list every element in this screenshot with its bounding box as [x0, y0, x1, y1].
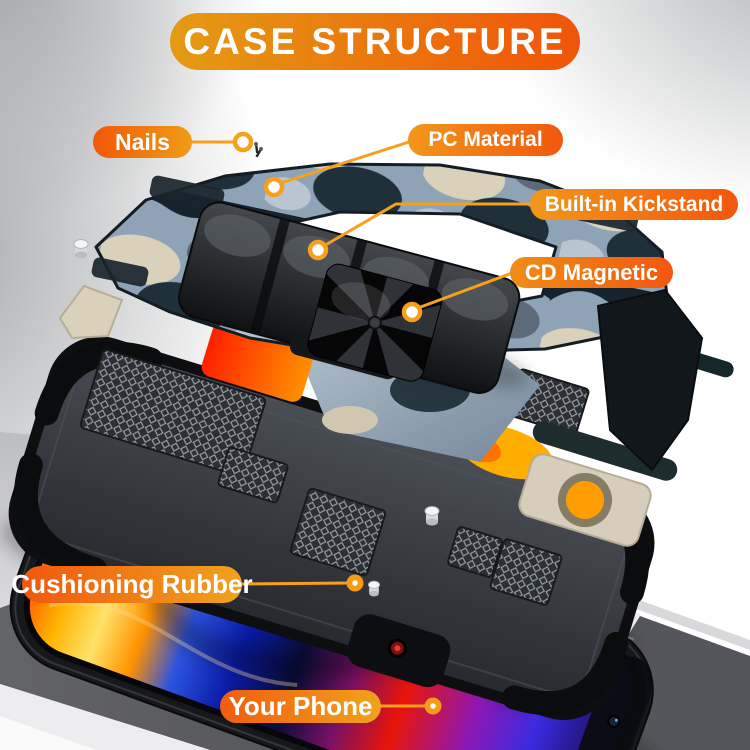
stud-pad [217, 446, 289, 504]
leader-lines [190, 140, 532, 708]
bumper-corner-bottom-right [502, 631, 629, 716]
holder-ring-hole [558, 473, 612, 527]
cd-center [367, 315, 382, 330]
panel-wing [149, 175, 225, 211]
pointer-dot-your-phone [424, 697, 442, 715]
camo-blob-cream [322, 406, 378, 434]
phone-notch-bezel [558, 656, 652, 750]
kickstand-holder [518, 453, 652, 547]
screw-white [367, 580, 381, 597]
callout-label: CD Magnetic [524, 259, 659, 285]
title-text: CASE STRUCTURE [183, 20, 567, 62]
bumper-corner-bottom-left [13, 453, 108, 582]
cream-corner-piece [58, 284, 124, 340]
callout-cd-magnetic: CD Magnetic [510, 257, 673, 288]
callout-label: Nails [115, 128, 170, 155]
callout-pc-material: PC Material [408, 124, 563, 156]
leader-line-kickstand [320, 202, 532, 249]
kickstand-groove [249, 218, 291, 335]
screw-white [424, 506, 440, 526]
stud-pad [489, 538, 563, 606]
inner-shell-rim-line [37, 363, 627, 693]
callout-label: Built-in Kickstand [544, 192, 724, 216]
pointer-dot-cushioning [346, 574, 364, 592]
panel-wing [91, 257, 149, 287]
stud-pad [289, 487, 387, 577]
screw-white [73, 239, 89, 259]
kickstand-ridge-highlight [441, 278, 509, 321]
kickstand-ridge-highlight [204, 214, 271, 257]
camera-glint [614, 718, 618, 722]
pointer-ring-kickstand [307, 239, 329, 261]
callout-label: Cushioning Rubber [11, 569, 253, 599]
floor-white-streak [0, 716, 96, 750]
corner-red-accent-core [394, 645, 401, 652]
title-banner: CASE STRUCTURE [170, 13, 580, 70]
leader-line-cd-magnetic [416, 271, 514, 310]
callout-your-phone: Your Phone [220, 690, 381, 723]
back-panel-right-bumper [596, 288, 704, 472]
stud-pad [447, 526, 503, 578]
leader-line-pc-material [276, 140, 411, 186]
callout-cushioning-rubber: Cushioning Rubber [11, 566, 253, 603]
callout-label: PC Material [428, 128, 543, 151]
kickstand-lever-bar [532, 421, 678, 481]
pointer-ring-pc-material [263, 176, 285, 198]
pointer-ring-cd-magnetic [401, 301, 423, 323]
callout-built-in-kickstand: Built-in Kickstand [530, 189, 738, 220]
pointer-ring-nails [232, 131, 254, 153]
bumper-corner-top-left [34, 341, 163, 426]
phone-front-camera [607, 714, 621, 728]
floor-bottom-left [0, 684, 210, 750]
wallpaper-swirl-light [49, 600, 298, 687]
callout-nails: Nails [93, 126, 192, 158]
callout-label: Your Phone [228, 691, 373, 721]
cd-highlight [331, 282, 391, 321]
stud-pad [79, 349, 267, 477]
leader-line-cushioning [240, 581, 352, 586]
